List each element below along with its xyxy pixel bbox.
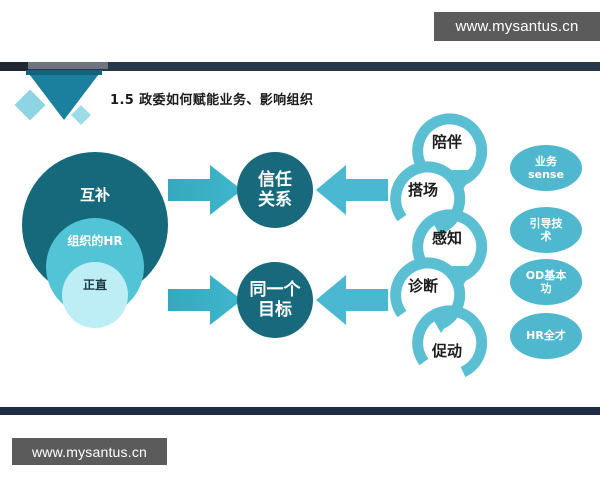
hub-trust-line1: 信任 [258, 169, 292, 190]
flow-label-zhenduan: 诊断 [408, 277, 439, 295]
skill-business-line2: sense [528, 168, 564, 181]
arrow-right-to-goal-icon [168, 273, 242, 327]
flow-label-cudong: 促动 [432, 342, 463, 360]
top-accent-bar-gray-segment [28, 62, 108, 69]
arrow-right-to-trust-icon [168, 163, 242, 217]
bottom-accent-bar [0, 407, 600, 415]
venn-circle-inner: 正直 [62, 262, 128, 328]
hub-circle-trust: 信任 关系 [237, 152, 313, 228]
skill-od-line1: OD基本 [525, 268, 567, 282]
hub-circle-goal: 同一个 目标 [237, 262, 313, 338]
arrow-left-to-goal-icon [316, 273, 388, 327]
flow-label-peiban: 陪伴 [432, 133, 463, 151]
hub-goal-line2: 目标 [258, 300, 292, 320]
venn-outer-label: 互补 [79, 186, 110, 204]
top-accent-bar [0, 62, 600, 71]
flow-label-ganzhi: 感知 [432, 229, 463, 247]
page-title: 1.5 政委如何赋能业务、影响组织 [110, 93, 314, 108]
skill-ellipse-hr-generalist: HR全才 [510, 313, 582, 359]
skill-facilitation-line1: 引导技 [529, 216, 563, 230]
decorative-triangle-cluster [14, 70, 118, 140]
skill-facilitation-line2: 术 [540, 230, 552, 243]
flow-arc-peiban-icon [408, 108, 494, 194]
skill-ellipse-od-basics: OD基本 功 [510, 259, 582, 305]
hub-goal-line1: 同一个 [249, 279, 301, 300]
decorative-triangle [26, 70, 102, 120]
flow-label-dachang: 搭场 [408, 181, 439, 199]
venn-inner-label: 正直 [82, 278, 107, 292]
skill-business-line1: 业务 [535, 154, 557, 168]
arrow-left-to-trust-icon [316, 163, 388, 217]
watermark-top: www.mysantus.cn [434, 12, 600, 41]
hub-trust-line2: 关系 [258, 190, 292, 210]
skill-od-line2: 功 [540, 282, 552, 295]
decorative-triangle-cap [26, 70, 102, 75]
skill-hr-line1: HR全才 [526, 329, 566, 343]
top-accent-bar-left-cap [0, 62, 28, 71]
skill-ellipse-facilitation: 引导技 术 [510, 207, 582, 253]
venn-middle-label: 组织的HR [67, 234, 123, 248]
flow-arc-ganzhi-icon [408, 204, 494, 290]
flow-arc-cudong-icon [408, 300, 494, 386]
skill-ellipse-business-sense: 业务 sense [510, 145, 582, 191]
watermark-bottom: www.mysantus.cn [12, 438, 167, 465]
